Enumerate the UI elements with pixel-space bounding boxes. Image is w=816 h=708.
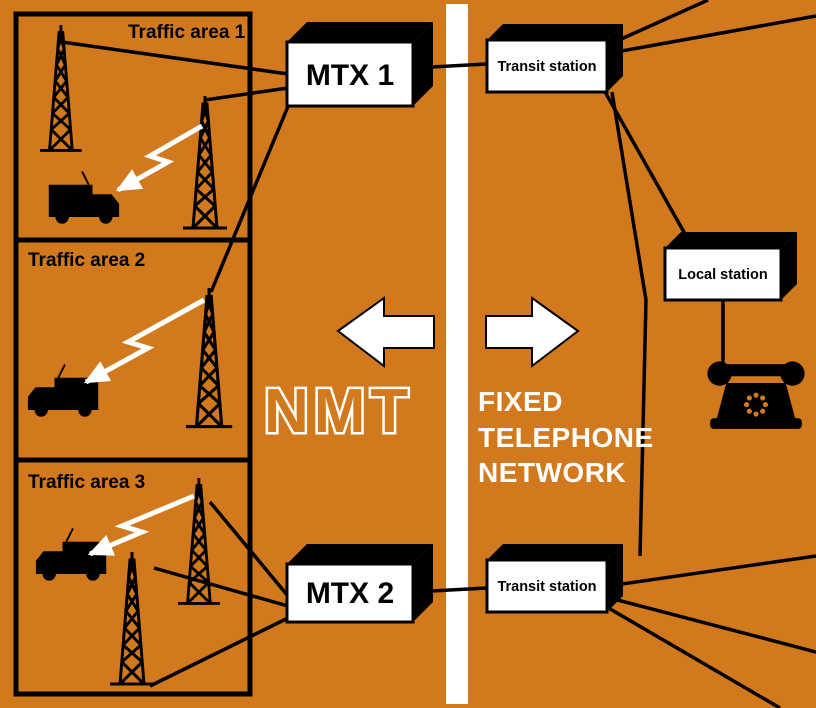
traffic-area-2-label: Traffic area 2 (28, 250, 145, 271)
traffic-area-3: Traffic area 3 (13, 457, 253, 697)
left-block-arrow-icon (336, 296, 435, 369)
network-divider-stripe (446, 4, 468, 704)
right-block-arrow-icon (485, 296, 580, 369)
transit-bottom-box-top (487, 544, 623, 560)
local-station-node: Local station (663, 232, 797, 302)
local-box-side (781, 232, 797, 300)
mtx2-box-top (287, 544, 433, 564)
fixed-network-label: FIXED TELEPHONE NETWORK (478, 386, 654, 488)
radio-link-arrow-icon (115, 123, 204, 193)
traffic-area-3-box (13, 457, 253, 697)
fixed-network-label-line1: FIXED (478, 386, 563, 417)
link-mtx2-area3-b (153, 566, 289, 608)
link-transit-bottom-edge1 (607, 554, 816, 588)
fixed-network-label-line2: TELEPHONE (478, 422, 654, 453)
transit-top-box-front (485, 38, 609, 94)
mtx1-box-top (287, 22, 433, 42)
local-box-front (663, 246, 783, 302)
traffic-area-3-label: Traffic area 3 (28, 472, 145, 493)
link-transit-bottom-edge2 (609, 596, 816, 654)
mtx2-box-front (285, 562, 415, 624)
transit-station-bottom-label: Transit station (497, 579, 596, 595)
local-station-label: Local station (678, 267, 767, 283)
link-mtx2-area3-c (149, 616, 289, 688)
fixed-network-label-line3: NETWORK (478, 457, 626, 488)
mtx2-node: MTX 2 (285, 544, 433, 624)
nmt-label: NMT (264, 377, 413, 446)
local-box-top (665, 232, 797, 248)
transit-station-top-label: Transit station (497, 59, 596, 75)
mtx2-label: MTX 2 (306, 577, 394, 610)
radio-link-arrow-icon (83, 297, 206, 385)
mtx1-box-side (413, 22, 433, 106)
transit-top-box-top (487, 24, 623, 40)
mtx1-node: MTX 1 (285, 22, 433, 108)
link-transit-bottom-edge3 (604, 604, 781, 708)
mtx1-box-front (285, 40, 415, 108)
transit-top-box-side (607, 24, 623, 92)
link-transit-local (602, 89, 696, 251)
link-transit-top-edge1 (609, 0, 709, 46)
transit-station-top-node: Transit station (485, 24, 623, 94)
link-transit-trunk (610, 91, 648, 557)
link-area1-tower2-mtx1 (204, 86, 289, 102)
transit-bottom-box-front (485, 558, 609, 614)
transit-station-bottom-node: Transit station (485, 544, 623, 614)
mtx1-label: MTX 1 (306, 59, 394, 92)
mtx2-box-side (413, 544, 433, 622)
radio-link-arrow-icon (87, 493, 195, 557)
traffic-area-1-label: Traffic area 1 (128, 22, 246, 43)
link-transit-top-edge2 (615, 14, 816, 54)
transit-bottom-box-side (607, 544, 623, 612)
